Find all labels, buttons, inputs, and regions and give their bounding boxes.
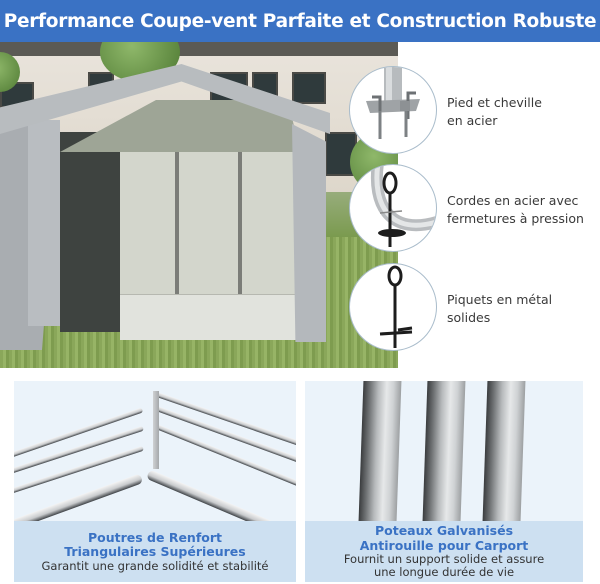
panel-galvanized-poles: Poteaux Galvanisés Antirouille pour Carp… (305, 381, 583, 582)
feature-label: Cordes en acier avec fermetures à pressi… (447, 193, 584, 226)
panel-title: Antirouille pour Carport (359, 537, 529, 553)
feature-foot-peg: Pied et cheville en acier (349, 66, 589, 158)
hero-carport-photo (0, 42, 398, 368)
banner-title: Performance Coupe-vent Parfaite et Const… (3, 10, 597, 32)
panel-title: Poteaux Galvanisés (374, 523, 514, 538)
steel-foot-peg-icon (349, 66, 437, 154)
feature-steel-rope: Cordes en acier avec fermetures à pressi… (349, 164, 589, 256)
steel-rope-snap-lock-icon (349, 164, 437, 252)
panel-title: Poutres de Renfort (87, 529, 222, 545)
feature-metal-stake: Piquets en métal solides (349, 263, 589, 355)
metal-ground-stake-icon (349, 263, 437, 351)
panel-title: Triangulaires Supérieures (64, 544, 246, 559)
panel-description: une longue durée de vie (373, 565, 515, 579)
feature-label: Pied et cheville en acier (447, 95, 542, 128)
tent-right-post (292, 124, 326, 342)
panel-caption: Poutres de Renfort Triangulaires Supérie… (14, 521, 296, 582)
panel-triangular-beams: Poutres de Renfort Triangulaires Supérie… (14, 381, 296, 582)
feature-label: Piquets en métal solides (447, 292, 553, 325)
panel-description: Fournit un support solide et assure (343, 552, 545, 566)
panel-description: Garantit une grande solidité et stabilit… (41, 558, 269, 573)
panel-caption: Poteaux Galvanisés Antirouille pour Carp… (305, 521, 583, 582)
tent-inner-side (60, 132, 125, 332)
header-banner: Performance Coupe-vent Parfaite et Const… (0, 0, 600, 42)
tent-back-wall (120, 150, 300, 340)
